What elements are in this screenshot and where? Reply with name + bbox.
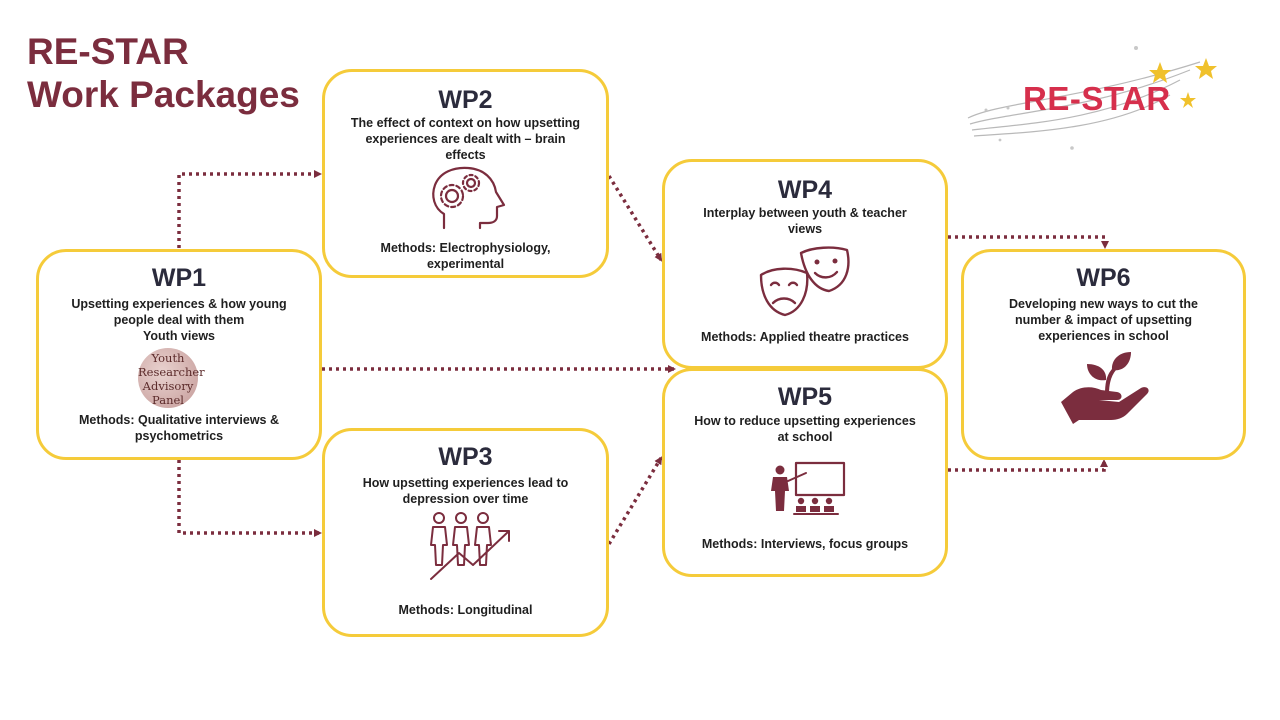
wp1-methods: Methods: Qualitative interviews & psycho… xyxy=(49,412,309,444)
wp3-methods: Methods: Longitudinal xyxy=(335,602,596,618)
wp2-desc-line: The effect of context on how upsetting xyxy=(350,116,581,130)
page-title: RE-STAR Work Packages xyxy=(27,30,300,116)
connector-wp1-wp3 xyxy=(177,460,322,537)
wp1-desc-line: Youth views xyxy=(142,329,215,343)
panel-line: Youth xyxy=(151,351,185,365)
title-line-1: RE-STAR xyxy=(27,31,189,72)
wp5-description: How to reduce upsetting experiences at s… xyxy=(677,413,933,445)
wp1-desc-line: Upsetting experiences & how young xyxy=(71,297,287,311)
wp1-description: Upsetting experiences & how young people… xyxy=(51,296,307,344)
wp4-desc-line: views xyxy=(787,222,823,236)
wp2-methods: Methods: Electrophysiology, experimental xyxy=(335,240,596,272)
wp6-desc-line: Developing new ways to cut the xyxy=(1009,297,1198,311)
panel-line: Researcher xyxy=(138,365,205,379)
wp1-desc-line: people deal with them xyxy=(113,313,245,327)
hand-plant-icon xyxy=(1061,352,1149,424)
wp2-desc-line: experiences are dealt with – brain xyxy=(365,132,566,146)
wp1-methods-line: Methods: Qualitative interviews & xyxy=(78,413,280,427)
wp4-desc-line: Interplay between youth & teacher xyxy=(703,206,907,220)
wp2-methods-line: Methods: Electrophysiology, xyxy=(380,241,551,255)
wp3-description: How upsetting experiences lead to depres… xyxy=(337,475,594,507)
wp4-box: WP4 Interplay between youth & teacher vi… xyxy=(662,159,948,369)
wp3-desc-line: How upsetting experiences lead to xyxy=(362,476,569,490)
wp5-methods-line: Methods: Interviews, focus groups xyxy=(701,537,909,551)
connector-wp1-wp2 xyxy=(177,170,322,248)
theatre-masks-icon xyxy=(759,246,850,317)
wp3-methods-line: Methods: Longitudinal xyxy=(398,603,533,617)
wp5-desc-line: at school xyxy=(777,430,833,444)
wp2-methods-line: experimental xyxy=(426,257,505,271)
wp1-box: WP1 Upsetting experiences & how young pe… xyxy=(36,249,322,460)
connector-wp3-wp5 xyxy=(607,456,663,545)
wp6-desc-line: experiences in school xyxy=(1038,329,1169,343)
wp2-box: WP2 The effect of context on how upsetti… xyxy=(322,69,609,278)
wp1-methods-line: psychometrics xyxy=(134,429,224,443)
wp2-label: WP2 xyxy=(438,86,493,114)
wp3-label: WP3 xyxy=(438,443,493,471)
wp6-desc-line: number & impact of upsetting xyxy=(1014,313,1193,327)
logo-text: RE-STAR xyxy=(1023,80,1171,117)
re-star-logo: RE-STAR xyxy=(960,40,1220,155)
people-trend-icon xyxy=(430,512,510,580)
wp1-label: WP1 xyxy=(151,264,207,292)
wp5-methods: Methods: Interviews, focus groups xyxy=(675,536,935,552)
wp5-box: WP5 How to reduce upsetting experiences … xyxy=(662,368,948,577)
head-gears-icon xyxy=(432,166,506,230)
youth-researcher-advisory-panel-logo: Youth Researcher Advisory Panel xyxy=(138,348,205,408)
wp6-label: WP6 xyxy=(1076,264,1131,292)
wp2-desc-line: effects xyxy=(445,148,486,162)
connector-wp2-wp4 xyxy=(607,175,663,262)
wp4-methods-line: Methods: Applied theatre practices xyxy=(701,330,909,344)
wp3-box: WP3 How upsetting experiences lead to de… xyxy=(322,428,609,637)
title-line-2: Work Packages xyxy=(27,74,300,115)
connector-wp5-wp6 xyxy=(948,459,1108,472)
panel-line: Advisory xyxy=(142,379,194,393)
wp4-description: Interplay between youth & teacher views xyxy=(677,205,933,237)
panel-line: Panel xyxy=(152,393,184,407)
wp5-label: WP5 xyxy=(777,383,833,411)
wp3-desc-line: depression over time xyxy=(402,492,529,506)
wp4-label: WP4 xyxy=(777,176,833,204)
wp5-desc-line: How to reduce upsetting experiences xyxy=(694,414,916,428)
wp6-description: Developing new ways to cut the number & … xyxy=(976,296,1231,344)
wp6-box: WP6 Developing new ways to cut the numbe… xyxy=(961,249,1246,460)
connector-wp4-wp6 xyxy=(948,235,1109,249)
teacher-classroom-icon xyxy=(771,461,846,515)
star-swoosh-icon xyxy=(967,46,1217,150)
wp2-description: The effect of context on how upsetting e… xyxy=(337,115,594,163)
wp4-methods: Methods: Applied theatre practices xyxy=(675,329,935,345)
